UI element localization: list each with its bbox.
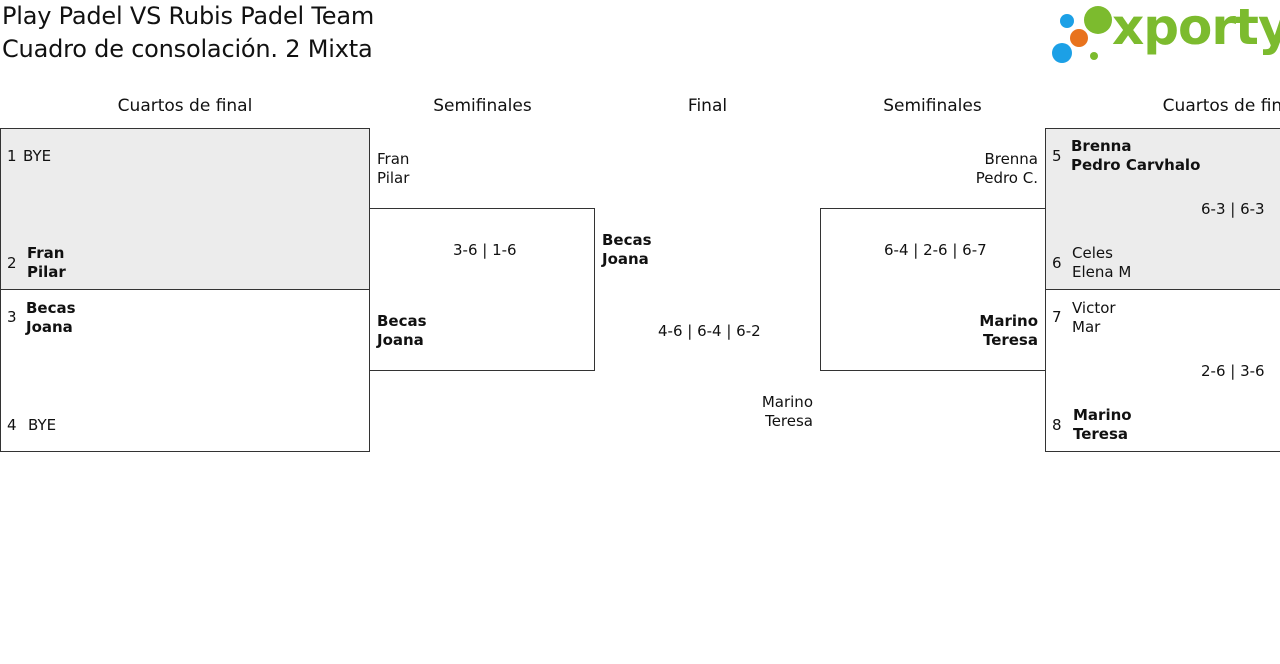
player-name: Teresa bbox=[982, 331, 1038, 349]
team-name: Celes Elena M bbox=[1072, 244, 1131, 282]
logo-dot-blue-small bbox=[1060, 14, 1074, 28]
logo-dot-green-small bbox=[1090, 52, 1098, 60]
team-winner: Marino Teresa bbox=[1073, 406, 1132, 444]
logo-dot-green bbox=[1084, 6, 1112, 34]
left-qf-match-1 bbox=[0, 128, 370, 290]
match-score: 4-6 | 6-4 | 6-2 bbox=[658, 322, 761, 340]
seed-number: 1 bbox=[7, 147, 17, 165]
seed-number: 8 bbox=[1052, 416, 1062, 434]
team-winner: Becas Joana bbox=[26, 299, 76, 337]
player-name: Mar bbox=[1072, 318, 1101, 336]
player-name: Becas bbox=[26, 299, 76, 317]
player-name: Joana bbox=[377, 331, 424, 349]
player-name: Fran bbox=[377, 150, 410, 168]
player-name: Joana bbox=[602, 250, 649, 268]
xporty-logo: xporty bbox=[1050, 0, 1280, 68]
player-name: Marino bbox=[1073, 406, 1132, 424]
column-header-left-sf: Semifinales bbox=[433, 96, 532, 116]
seed-number: 7 bbox=[1052, 308, 1062, 326]
match-score: 3-6 | 1-6 bbox=[453, 241, 517, 259]
match-score: 2-6 | 3-6 bbox=[1201, 362, 1265, 380]
team-name: BYE bbox=[28, 416, 57, 434]
page-title: Play Padel VS Rubis Padel Team bbox=[2, 2, 375, 30]
player-name: Teresa bbox=[765, 412, 813, 430]
right-qf-match-2 bbox=[1045, 289, 1280, 452]
player-name: Joana bbox=[26, 318, 73, 336]
seed-number: 4 bbox=[7, 416, 17, 434]
left-sf-match bbox=[369, 208, 595, 371]
player-name: Marino bbox=[979, 312, 1038, 330]
column-header-right-qf: Cuartos de final bbox=[1162, 96, 1280, 116]
team-winner: Brenna Pedro Carvhalo bbox=[1071, 137, 1200, 175]
team-name: Victor Mar bbox=[1072, 299, 1116, 337]
seed-number: 6 bbox=[1052, 254, 1062, 272]
player-name: Pilar bbox=[27, 263, 66, 281]
player-name: Brenna bbox=[984, 150, 1038, 168]
logo-dot-blue-large bbox=[1052, 43, 1072, 63]
team-name: BYE bbox=[23, 147, 52, 165]
column-header-final: Final bbox=[687, 96, 728, 116]
team-winner: Becas Joana bbox=[377, 312, 427, 350]
player-name: Brenna bbox=[1071, 137, 1132, 155]
team-name: Brenna Pedro C. bbox=[940, 150, 1038, 188]
player-name: Pedro Carvhalo bbox=[1071, 156, 1201, 174]
player-name: Becas bbox=[377, 312, 427, 330]
team-winner: Marino Teresa bbox=[940, 312, 1038, 350]
player-name: Pilar bbox=[377, 169, 410, 187]
player-name: Becas bbox=[602, 231, 652, 249]
match-score: 6-4 | 2-6 | 6-7 bbox=[884, 241, 987, 259]
player-name: Victor bbox=[1072, 299, 1116, 317]
player-name: Fran bbox=[27, 244, 65, 262]
right-sf-match bbox=[820, 208, 1046, 371]
team-name: Fran Pilar bbox=[377, 150, 409, 188]
player-name: Teresa bbox=[1073, 425, 1129, 443]
player-name: Pedro C. bbox=[975, 169, 1038, 187]
seed-number: 5 bbox=[1052, 147, 1062, 165]
player-name: Elena M bbox=[1072, 263, 1132, 281]
player-name: Marino bbox=[761, 393, 813, 411]
team-winner: Fran Pilar bbox=[27, 244, 66, 282]
team-winner: Becas Joana bbox=[602, 231, 652, 269]
player-name: Celes bbox=[1072, 244, 1113, 262]
page-subtitle: Cuadro de consolación. 2 Mixta bbox=[2, 35, 373, 63]
logo-wordmark: xporty bbox=[1112, 0, 1280, 56]
column-header-left-qf: Cuartos de final bbox=[117, 96, 253, 116]
match-score: 6-3 | 6-3 bbox=[1201, 200, 1265, 218]
seed-number: 3 bbox=[7, 308, 17, 326]
seed-number: 2 bbox=[7, 254, 17, 272]
team-name: Marino Teresa bbox=[740, 393, 813, 431]
logo-dot-orange bbox=[1070, 29, 1088, 47]
column-header-right-sf: Semifinales bbox=[883, 96, 982, 116]
